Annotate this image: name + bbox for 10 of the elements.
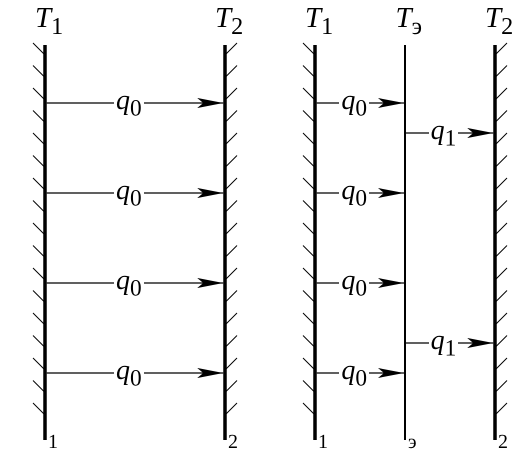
temperature-label: T$_{2}$ — [485, 2, 514, 42]
temperature-label: T$_{э}$ — [396, 2, 422, 42]
temperature-label: T$_{2}$ — [215, 2, 244, 42]
wall-number: 1 — [48, 430, 58, 454]
wall-number: 1 — [318, 430, 328, 454]
wall-number: э — [408, 430, 417, 454]
wall-number: 2 — [498, 430, 508, 454]
temperature-label: T$_{1}$ — [35, 2, 64, 42]
temperature-label: T$_{1}$ — [305, 2, 334, 42]
wall-number: 2 — [228, 430, 238, 454]
